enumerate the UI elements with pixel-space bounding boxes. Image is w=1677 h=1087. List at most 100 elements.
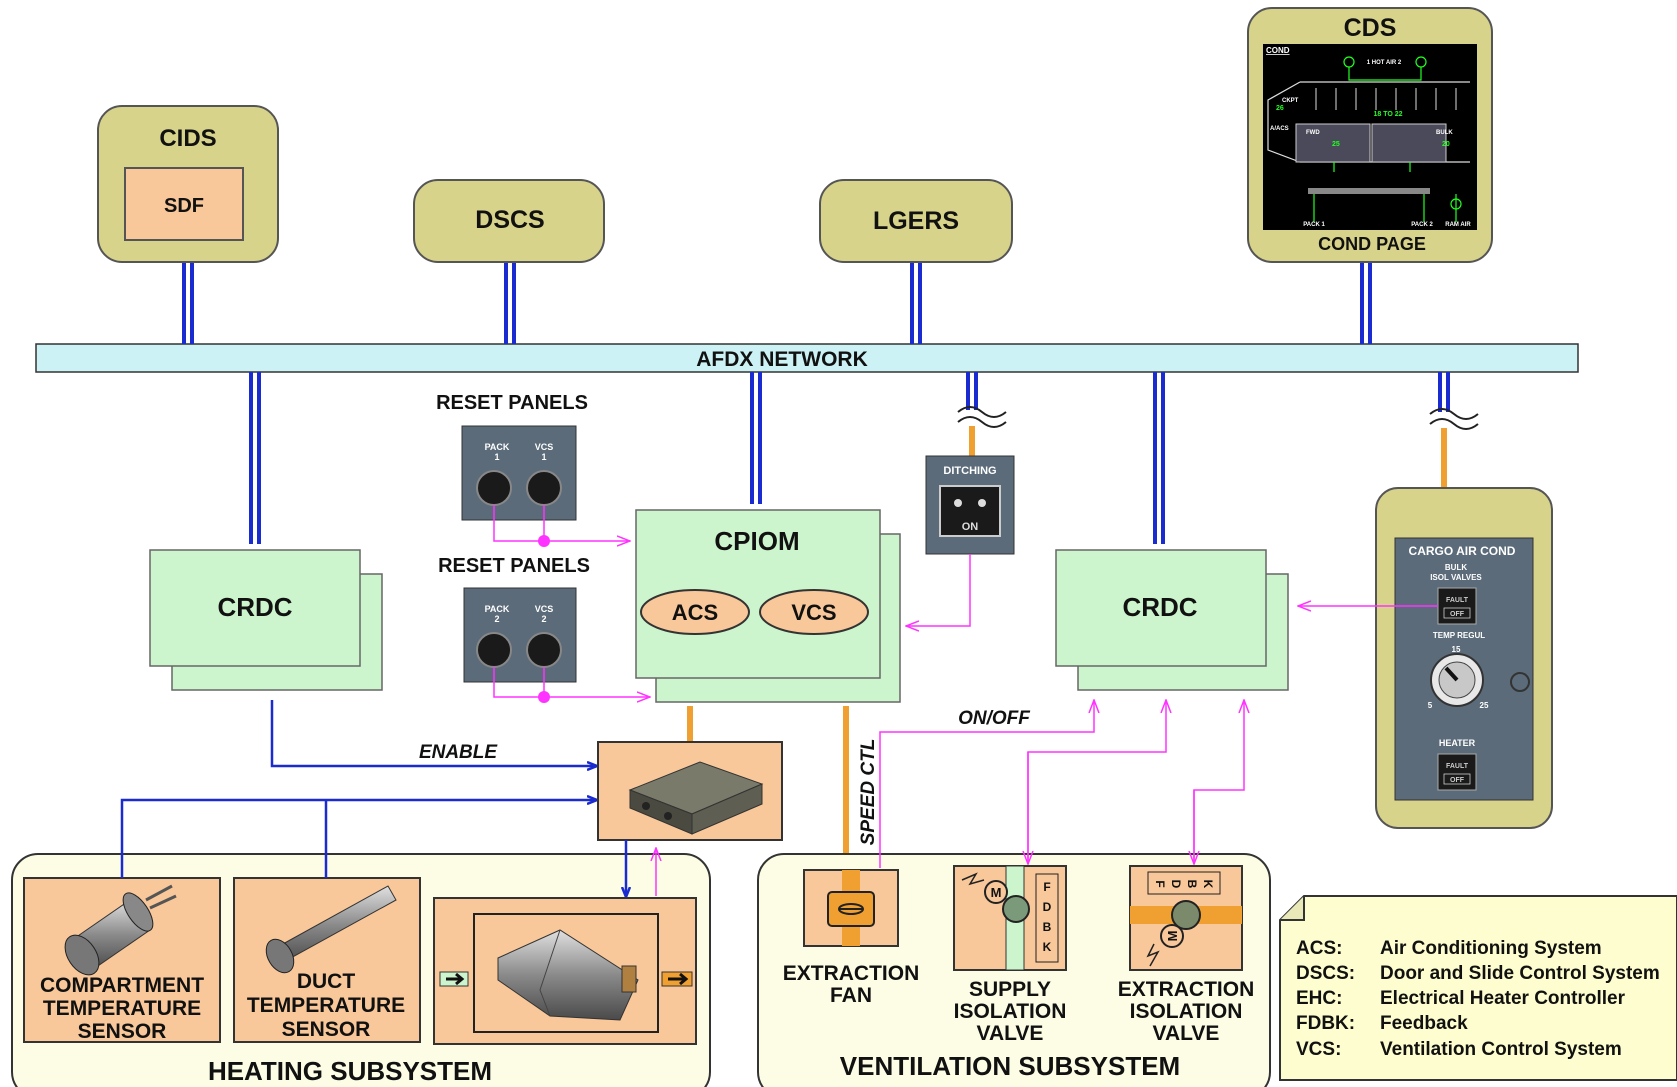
supply-valve-icon: M F D B K bbox=[961, 865, 1059, 971]
supply-b: B bbox=[1043, 920, 1052, 934]
cond-page-label: COND PAGE bbox=[1318, 234, 1426, 254]
dscs-box: DSCS bbox=[413, 179, 605, 263]
compartment-temp-sensor: COMPARTMENT TEMPERATURE SENSOR bbox=[23, 877, 221, 1043]
supply-line3: VALVE bbox=[977, 1022, 1044, 1045]
extraction-line2: ISOLATION bbox=[1130, 1000, 1243, 1023]
heating-title: HEATING SUBSYSTEM bbox=[208, 1056, 492, 1086]
lgers-box: LGERS bbox=[819, 179, 1013, 263]
bulk-fault: FAULT bbox=[1446, 597, 1469, 604]
pack2-reset-button[interactable] bbox=[476, 632, 512, 668]
sdf-label: SDF bbox=[164, 195, 204, 217]
bus-links bbox=[182, 262, 1450, 544]
heater-device-icon bbox=[497, 929, 639, 1021]
vcs2-reset-button[interactable] bbox=[526, 632, 562, 668]
bulk-off: OFF bbox=[1450, 611, 1465, 618]
crdc-left-label: CRDC bbox=[217, 592, 292, 622]
temp-scale-top: 15 bbox=[1452, 645, 1461, 654]
heater-pushbutton[interactable]: FAULT OFF bbox=[1437, 753, 1477, 791]
magenta-lines bbox=[493, 505, 1438, 896]
fan-icon bbox=[827, 870, 875, 946]
pack1-reset-button[interactable] bbox=[476, 470, 512, 506]
vcs1-reset-button[interactable] bbox=[526, 470, 562, 506]
vcs-oval bbox=[759, 589, 869, 635]
bulk-isol-pushbutton[interactable]: FAULT OFF bbox=[1437, 587, 1477, 625]
extraction-line1: EXTRACTION bbox=[1118, 978, 1255, 1001]
vcs-label: VCS bbox=[791, 600, 836, 625]
extraction-fan-line1: EXTRACTION bbox=[783, 962, 920, 985]
air-in-arrow-icon bbox=[439, 971, 469, 987]
extraction-line3: VALVE bbox=[1153, 1022, 1220, 1045]
duct-sensor-icon bbox=[265, 885, 397, 974]
cargo-isol: ISOL VALVES bbox=[1430, 573, 1482, 582]
blue-signal-lines bbox=[120, 700, 626, 896]
screen-bulk-val: 20 bbox=[1442, 141, 1450, 148]
legend-abbr-dscs: DSCS: bbox=[1296, 963, 1355, 984]
compartment-sensor-icon bbox=[64, 884, 177, 976]
legend-abbr-fdbk: FDBK: bbox=[1296, 1013, 1355, 1034]
ditching-switch[interactable] bbox=[939, 485, 1001, 537]
cds-label: CDS bbox=[1344, 14, 1397, 42]
ehc-device-icon bbox=[628, 761, 764, 835]
extraction-fan-line2: FAN bbox=[830, 984, 872, 1007]
legend-abbr-acs: ACS: bbox=[1296, 938, 1342, 959]
extraction-valve-icon: M F D B K bbox=[1130, 871, 1242, 967]
cds-box: CDS COND PAGE COND 1 HOT AIR 2 CKPT 26 A… bbox=[1247, 7, 1493, 263]
cargo-air-cond: CARGO AIR COND BULK ISOL VALVES FAULT OF… bbox=[1375, 487, 1553, 829]
legend-abbr-ehc: EHC: bbox=[1296, 988, 1342, 1009]
electrical-heater bbox=[433, 897, 697, 1045]
crdc-right: CRDC bbox=[1055, 549, 1289, 691]
extraction-motor-label: M bbox=[1165, 931, 1180, 942]
screen-fwd: FWD bbox=[1306, 130, 1320, 136]
temp-regul-knob[interactable] bbox=[1430, 653, 1484, 707]
magenta-junction-dots bbox=[538, 535, 550, 703]
rp1-pack-label: PACK bbox=[485, 442, 510, 452]
rp2-vcs-label: VCS bbox=[535, 604, 554, 614]
extraction-isolation-valve: M F D B K EXTRACTION ISOLATION VALVE bbox=[1118, 865, 1255, 1045]
legend-row: FDBK: Feedback bbox=[1296, 1013, 1468, 1034]
extraction-fan: EXTRACTION FAN bbox=[783, 869, 920, 1007]
legend-row: VCS: Ventilation Control System bbox=[1296, 1039, 1622, 1060]
compartment-line3: SENSOR bbox=[78, 1020, 167, 1043]
ditching-panel: DITCHING ON bbox=[925, 455, 1015, 555]
legend-abbr-vcs: VCS: bbox=[1296, 1039, 1341, 1060]
temp-regul-label: TEMP REGUL bbox=[1433, 631, 1485, 640]
dscs-label: DSCS bbox=[475, 206, 544, 234]
screen-ckpt-val: 26 bbox=[1276, 105, 1284, 112]
ditching-on: ON bbox=[962, 521, 979, 533]
temp-scale-left: 5 bbox=[1428, 701, 1433, 710]
extraction-b: B bbox=[1185, 880, 1199, 889]
ventilation-subsystem: VENTILATION SUBSYSTEM EXTRACTION FAN M bbox=[757, 853, 1271, 1087]
heater-label: HEATER bbox=[1439, 738, 1476, 748]
screen-cabin-val: 18 TO 22 bbox=[1373, 111, 1402, 118]
speed-ctl-label: SPEED CTL bbox=[858, 739, 879, 846]
supply-f: F bbox=[1043, 880, 1050, 894]
supply-isolation-valve: M F D B K SUPPLY ISOLATION VALVE bbox=[953, 865, 1067, 1045]
extraction-d: D bbox=[1169, 880, 1183, 889]
compartment-line2: TEMPERATURE bbox=[43, 997, 201, 1020]
legend: ACS: Air Conditioning System DSCS: Door … bbox=[1279, 895, 1677, 1081]
afdx-network: AFDX NETWORK bbox=[35, 343, 1579, 373]
ditching-title: DITCHING bbox=[943, 465, 996, 477]
heating-subsystem: HEATING SUBSYSTEM COMPARTMENT TEMPERATUR… bbox=[11, 853, 711, 1087]
duct-line1: DUCT bbox=[297, 970, 355, 993]
supply-motor-label: M bbox=[991, 885, 1002, 900]
rp1-vcs-num: 1 bbox=[541, 452, 546, 462]
duct-temp-sensor: DUCT TEMPERATURE SENSOR bbox=[233, 877, 421, 1043]
rp1-vcs-label: VCS bbox=[535, 442, 554, 452]
extraction-k: K bbox=[1201, 880, 1215, 889]
on-off-label: ON/OFF bbox=[958, 708, 1031, 729]
acs-label: ACS bbox=[672, 600, 718, 625]
cargo-bulk: BULK bbox=[1445, 563, 1467, 572]
supply-line1: SUPPLY bbox=[969, 978, 1051, 1001]
rp2-vcs-num: 2 bbox=[541, 614, 546, 624]
screen-fwd-val: 25 bbox=[1332, 141, 1340, 148]
cargo-title: CARGO AIR COND bbox=[1409, 544, 1516, 558]
reset-panels-title-1: RESET PANELS bbox=[436, 392, 588, 414]
legend-meaning-dscs: Door and Slide Control System bbox=[1380, 963, 1660, 984]
legend-meaning-acs: Air Conditioning System bbox=[1380, 938, 1602, 959]
screen-cabin: A/ACS bbox=[1270, 126, 1289, 132]
enable-label: ENABLE bbox=[419, 742, 498, 763]
supply-d: D bbox=[1043, 900, 1052, 914]
legend-row: EHC: Electrical Heater Controller bbox=[1296, 988, 1626, 1009]
